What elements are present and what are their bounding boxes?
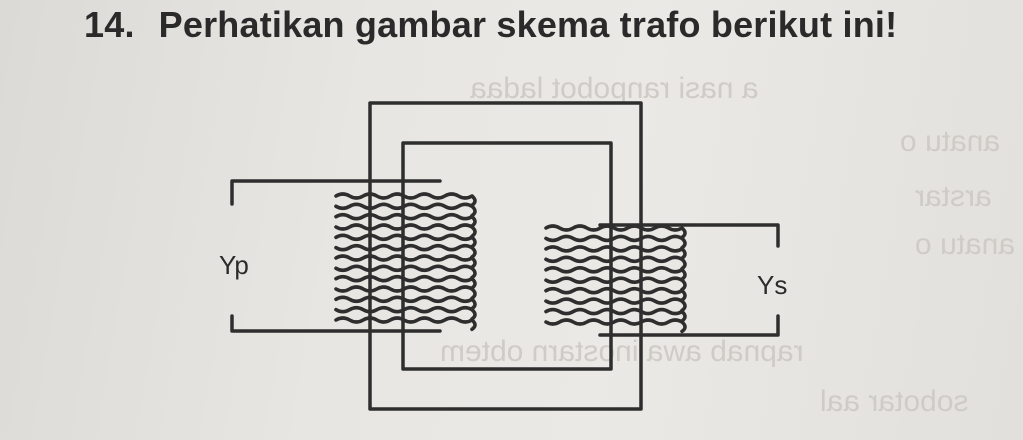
primary-coil-turn: [334, 192, 477, 208]
primary-coil-turn: [334, 316, 477, 332]
primary-coil-turn: [334, 223, 477, 239]
primary-coil-turn: [334, 254, 477, 270]
secondary-coil-turn: [544, 276, 687, 292]
secondary-coil-turn: [544, 318, 687, 334]
secondary-lead-bottom: [598, 314, 780, 337]
primary-coil-turn: [334, 274, 477, 290]
core-inner-window: [401, 141, 613, 371]
primary-coil-turn: [334, 285, 477, 301]
primary-voltage-label: Yp: [219, 250, 249, 280]
secondary-coil: [544, 224, 687, 334]
question-text: Perhatikan gambar skema trafo berikut in…: [158, 4, 898, 45]
secondary-coil-turn: [544, 307, 687, 323]
secondary-coil-turn: [544, 245, 687, 261]
secondary-voltage-label: Ys: [757, 270, 788, 300]
primary-coil-turn: [334, 295, 477, 311]
secondary-coil-turn: [544, 266, 687, 281]
primary-coil-turn: [334, 233, 477, 249]
primary-coil-turn: [334, 202, 477, 218]
primary-coil-turn: [334, 305, 477, 321]
question-heading: 14. Perhatikan gambar skema trafo berikut…: [84, 4, 897, 46]
primary-coil-turn: [334, 212, 477, 228]
secondary-coil-turn: [544, 255, 687, 271]
secondary-coil-turn: [544, 286, 687, 302]
primary-coil-turn: [334, 264, 477, 280]
secondary-coil-turn: [544, 297, 687, 313]
primary-lead-top: [230, 179, 442, 206]
core-outer-frame: [368, 101, 643, 411]
primary-lead-bottom: [230, 314, 442, 333]
secondary-coil-turn: [544, 224, 687, 240]
primary-coil: [334, 192, 477, 332]
secondary-coil-turn: [544, 234, 687, 250]
primary-coil-turn: [334, 243, 477, 259]
question-number: 14.: [84, 4, 135, 45]
